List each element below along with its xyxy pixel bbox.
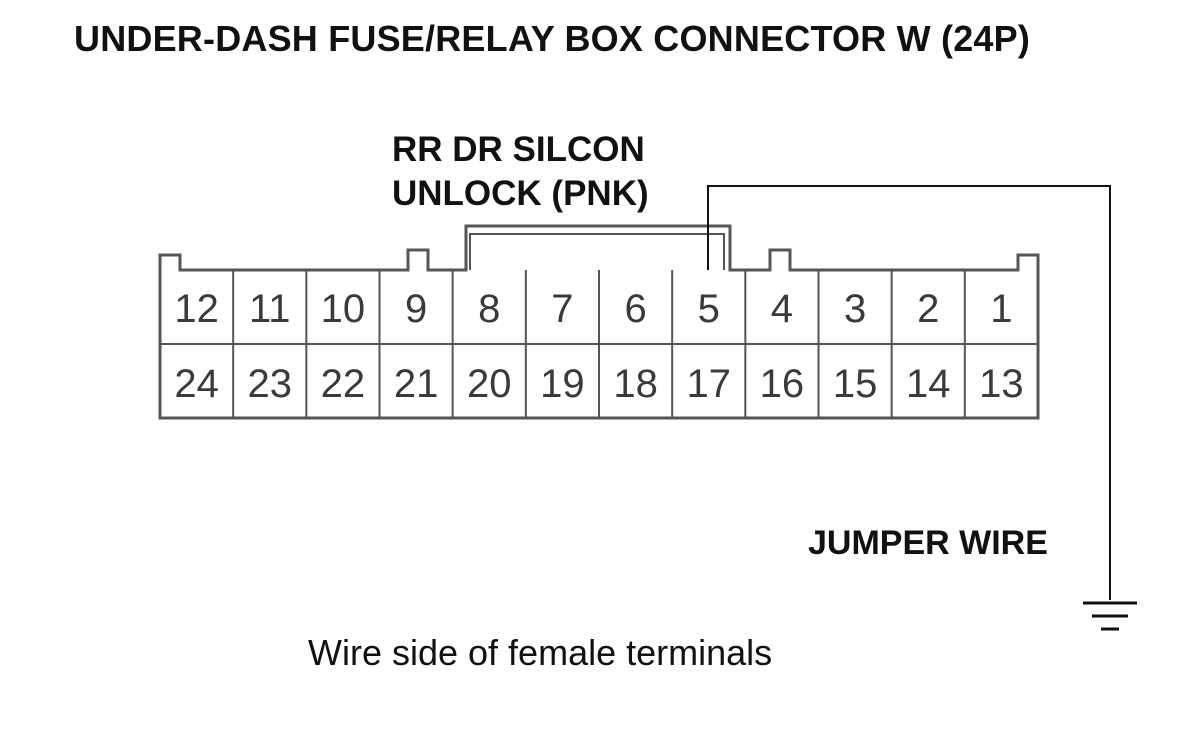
center-latch-inner [469,233,725,270]
ground-symbol-icon [1083,601,1137,631]
top-row-terminal-11: 11 [249,287,291,331]
bottom-row-terminal-17: 17 [687,362,732,406]
jumper-wire-label: JUMPER WIRE [808,524,1048,562]
jumper-wire-line [707,185,1111,600]
signal-label: RR DR SILCON UNLOCK (PNK) [392,128,649,216]
bottom-row-terminal-22: 22 [321,362,366,406]
top-row-terminal-6: 6 [624,287,646,331]
bottom-row-terminal-16: 16 [760,362,805,406]
signal-label-line2: UNLOCK (PNK) [392,174,649,213]
bottom-row-terminal-15: 15 [833,362,878,406]
bottom-row-terminal-19: 19 [540,362,585,406]
bottom-row-terminal-23: 23 [248,362,293,406]
top-row-terminal-12: 12 [174,287,219,331]
top-row-terminal-8: 8 [478,287,500,331]
bottom-row-terminal-24: 24 [174,362,219,406]
bottom-row-terminal-21: 21 [394,362,439,406]
bottom-row-terminal-14: 14 [906,362,951,406]
diagram-caption: Wire side of female terminals [308,632,773,673]
terminal-grid [160,270,1038,418]
bottom-row-terminal-18: 18 [613,362,658,406]
top-row-terminal-9: 9 [405,287,427,331]
top-row-terminal-3: 3 [844,287,866,331]
top-row-terminal-7: 7 [551,287,573,331]
top-row-terminal-5: 5 [698,287,720,331]
top-row-terminal-2: 2 [917,287,939,331]
signal-label-line1: RR DR SILCON [392,130,645,169]
top-row-terminal-10: 10 [321,287,366,331]
top-row-terminal-1: 1 [990,287,1012,331]
top-row-terminal-4: 4 [771,287,793,331]
bottom-row-terminal-20: 20 [467,362,512,406]
bottom-row-terminal-13: 13 [979,362,1024,406]
diagram-title: UNDER-DASH FUSE/RELAY BOX CONNECTOR W (2… [74,18,1031,59]
